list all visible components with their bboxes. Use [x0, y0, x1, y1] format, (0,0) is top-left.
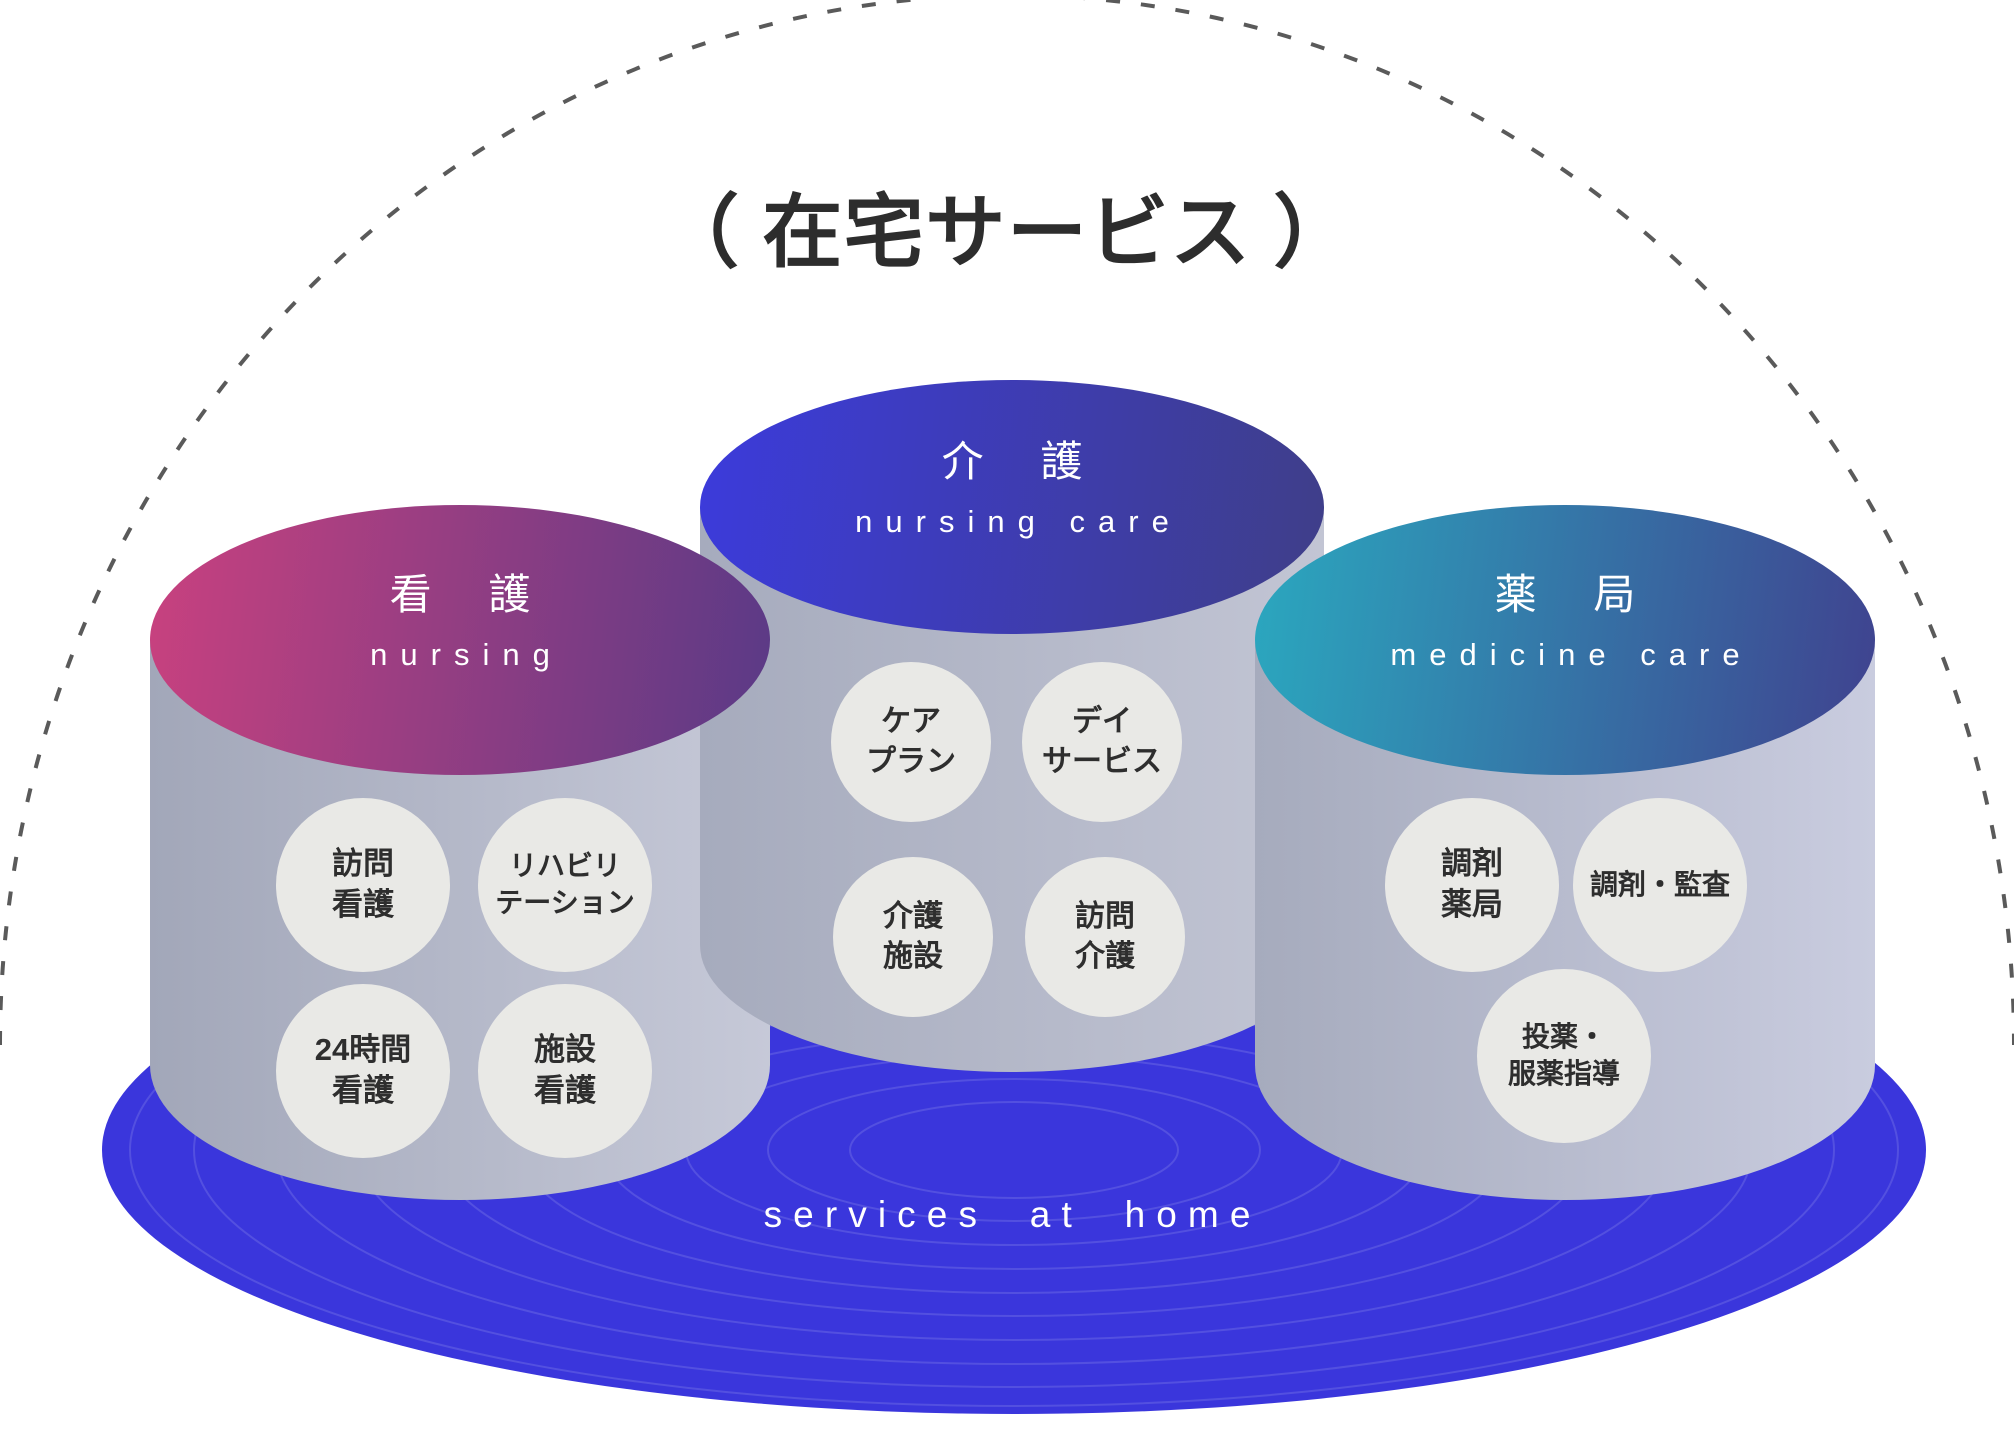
nursing-care-en-label: nursing care [855, 503, 1182, 539]
medicine-care-jp-label: 薬 局 [1494, 572, 1659, 619]
service-circle-chozai-kansa: 調剤・監査 [1573, 798, 1747, 972]
service-line: 介護 [883, 900, 943, 934]
service-line: 調剤・監査 [1589, 868, 1730, 900]
service-circle-touyaku-fukuyaku: 投薬・ 服薬指導 [1477, 969, 1651, 1143]
service-circle-24h-kango: 24時間 看護 [276, 984, 450, 1158]
service-line: 介護 [1075, 940, 1135, 973]
medicine-care-cylinder-body [1255, 640, 1875, 1200]
service-circle-rehabilitation: リハビリ テーション [478, 798, 652, 972]
medicine-care-en-label: medicine care [1390, 636, 1753, 672]
service-line: 投薬・ [1521, 1021, 1606, 1053]
nursing-jp-label: 看 護 [389, 572, 554, 619]
service-circle-houmon-kango: 訪問 看護 [276, 798, 450, 972]
service-line: 薬局 [1441, 887, 1503, 922]
service-line: 訪問 [332, 846, 394, 882]
service-line: ケア [881, 705, 941, 739]
floor-label: services at home [763, 1194, 1262, 1235]
nursing-care-jp-label: 介 護 [941, 439, 1106, 486]
service-line: テーション [495, 887, 635, 918]
service-circle-kaigo-shisetsu: 介護 施設 [833, 857, 993, 1017]
service-line: サービス [1042, 745, 1162, 778]
diagram-title: （ 在宅サービス ） [659, 190, 1355, 278]
service-line: 看護 [332, 1073, 394, 1108]
medicine-care-cylinder-cap: 薬 局 medicine care [1255, 505, 1875, 775]
nursing-cylinder-cap: 看 護 nursing [150, 505, 770, 775]
service-line: 調剤 [1441, 846, 1503, 882]
dashed-outline-arc [0, 0, 2014, 1046]
service-line: リハビリ [508, 850, 621, 882]
service-line: プラン [866, 745, 956, 778]
service-circle-care-plan: ケア プラン [831, 662, 991, 822]
service-line: 看護 [534, 1073, 596, 1108]
nursing-en-label: nursing [370, 636, 563, 672]
service-circle-shisetsu-kango: 施設 看護 [478, 984, 652, 1158]
service-line: 訪問 [1075, 900, 1135, 934]
nursing-care-cylinder-cap: 介 護 nursing care [700, 380, 1324, 634]
service-circle-chozai-yakkyoku: 調剤 薬局 [1385, 798, 1559, 972]
nursing-care-cap-labels: 介 護 nursing care [842, 442, 1182, 537]
service-line: 24時間 [314, 1032, 412, 1068]
service-circle-day-service: デイ サービス [1022, 662, 1182, 822]
service-line: デイ [1072, 705, 1132, 739]
medicine-care-cap-labels: 薬 局 medicine care [1377, 575, 1752, 670]
service-line: 服薬指導 [1507, 1058, 1620, 1089]
service-line: 施設 [883, 940, 943, 973]
service-line: 施設 [534, 1032, 596, 1068]
service-circle-houmon-kaigo: 訪問 介護 [1025, 857, 1185, 1017]
nursing-cap-labels: 看 護 nursing [357, 575, 563, 670]
service-line: 看護 [332, 887, 394, 922]
